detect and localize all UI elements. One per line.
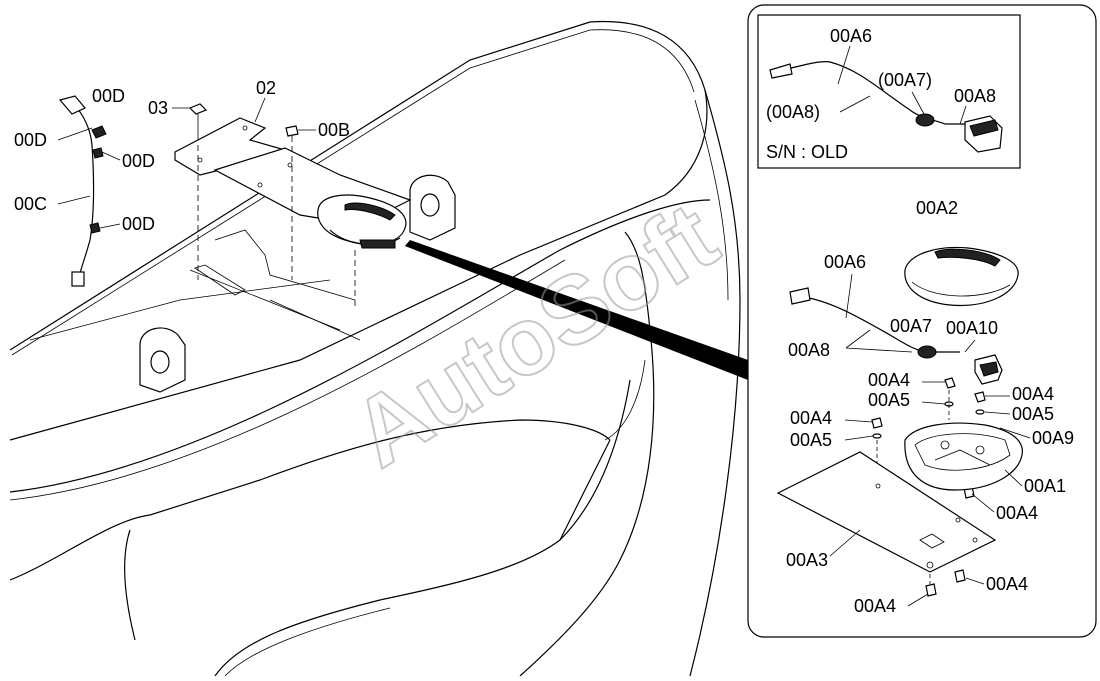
detail-inset-panel: [747, 4, 1097, 638]
label-00A1: 00A1: [1024, 476, 1066, 496]
vehicle-body-outline: [9, 20, 741, 677]
label-00A4-5: 00A4: [986, 574, 1028, 594]
inset-old-serial: 00A6 (00A7) (00A8) 00A8 S/N : OLD: [757, 14, 1021, 169]
lamp-cover-00A2: 00A2: [904, 198, 1019, 307]
inset-detail-labels: 00A4 00A5 00A4 00A5 00A4 00A5 00A9 00A1 …: [786, 370, 1074, 616]
wire-harness-00C: [58, 95, 107, 287]
old-label-00A8-left: (00A8): [766, 102, 820, 122]
bolt-03: [188, 103, 208, 280]
old-label-00A6: 00A6: [830, 26, 872, 46]
label-00A5-2: 00A5: [1012, 404, 1054, 424]
harness-00A6: 00A6 00A7 00A10 00A8: [788, 252, 1003, 385]
label-00A5-1: 00A5: [868, 390, 910, 410]
label-00A9: 00A9: [1032, 428, 1074, 448]
mounting-boss-left: [139, 327, 186, 393]
label-00A7: 00A7: [890, 316, 932, 336]
label-03: 03: [148, 98, 168, 118]
label-00A4-3: 00A4: [790, 408, 832, 428]
label-00A4-1: 00A4: [868, 370, 910, 390]
leader-wedge: [405, 240, 748, 380]
label-00D-low: 00D: [122, 214, 155, 234]
old-serial-note: S/N : OLD: [766, 142, 848, 162]
label-00A2: 00A2: [916, 198, 958, 218]
label-00D-mid: 00D: [122, 151, 155, 171]
label-00A8: 00A8: [788, 340, 830, 360]
old-label-00A7: (00A7): [878, 70, 932, 90]
label-02: 02: [256, 78, 276, 98]
label-00D-left: 00D: [14, 130, 47, 150]
old-label-00A8-right: 00A8: [954, 86, 996, 106]
label-00A3: 00A3: [786, 550, 828, 570]
main-labels: 02 03 00B 00D 00D 00D 00C 00D: [14, 78, 350, 234]
label-00A10: 00A10: [946, 318, 998, 338]
label-00A4-4: 00A4: [996, 503, 1038, 523]
fasteners: [871, 377, 986, 597]
label-00A4-2: 00A4: [1012, 384, 1054, 404]
label-00B: 00B: [318, 120, 350, 140]
label-00A6: 00A6: [824, 252, 866, 272]
label-00A5-3: 00A5: [790, 430, 832, 450]
label-00A4-6: 00A4: [854, 596, 896, 616]
label-00D-top: 00D: [92, 86, 125, 106]
nut-00B: [285, 125, 299, 280]
beacon-lamp: [317, 194, 407, 249]
lamp-base-00A1: [904, 422, 1023, 491]
mounting-plate-00A3: [776, 451, 997, 573]
mounting-boss-right: [409, 174, 456, 241]
label-00C: 00C: [14, 194, 47, 214]
